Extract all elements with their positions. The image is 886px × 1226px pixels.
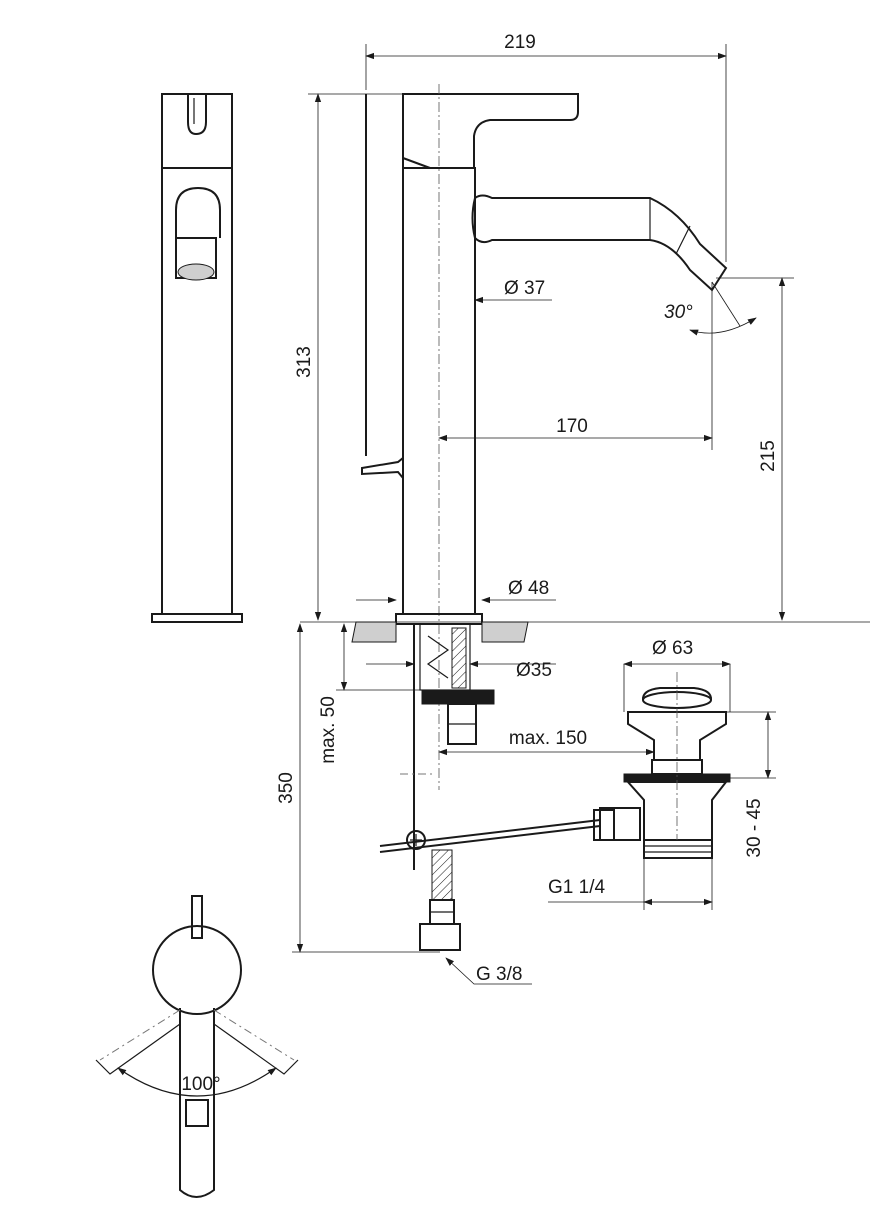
dimension-labels: 219 313 Ø 37 30° 170 215 Ø 48 Ø35 Ø 63 m…	[181, 32, 779, 1095]
dim-installation-depth: 350	[276, 772, 297, 804]
shank-assembly	[379, 623, 601, 951]
dim-overall-height: 313	[294, 346, 315, 378]
dim-spout-height: 215	[758, 440, 779, 472]
dim-waste-diameter: Ø 63	[652, 638, 693, 659]
dim-spout-diameter: Ø 37	[504, 278, 545, 299]
handle-top-view	[95, 895, 299, 1198]
dim-spout-reach: 170	[556, 416, 588, 437]
dim-supply-thread: G 3/8	[476, 964, 522, 985]
dim-max-deck-thickness: max. 50	[318, 696, 339, 764]
dim-shank-diameter: Ø35	[516, 660, 552, 681]
waste-assembly	[593, 672, 731, 859]
deck	[300, 621, 870, 643]
dim-base-diameter: Ø 48	[508, 578, 549, 599]
dim-handle-rotation: 100°	[181, 1074, 220, 1095]
dim-max-waste-distance: max. 150	[509, 728, 587, 749]
dim-waste-adjust: 30 - 45	[744, 798, 765, 857]
dimension-lines	[292, 44, 794, 985]
front-view	[151, 93, 243, 623]
dim-spout-angle: 30°	[664, 302, 693, 323]
dim-overall-width: 219	[504, 32, 536, 53]
tap-side-view	[361, 84, 728, 790]
dim-waste-thread: G1 1/4	[548, 877, 605, 898]
